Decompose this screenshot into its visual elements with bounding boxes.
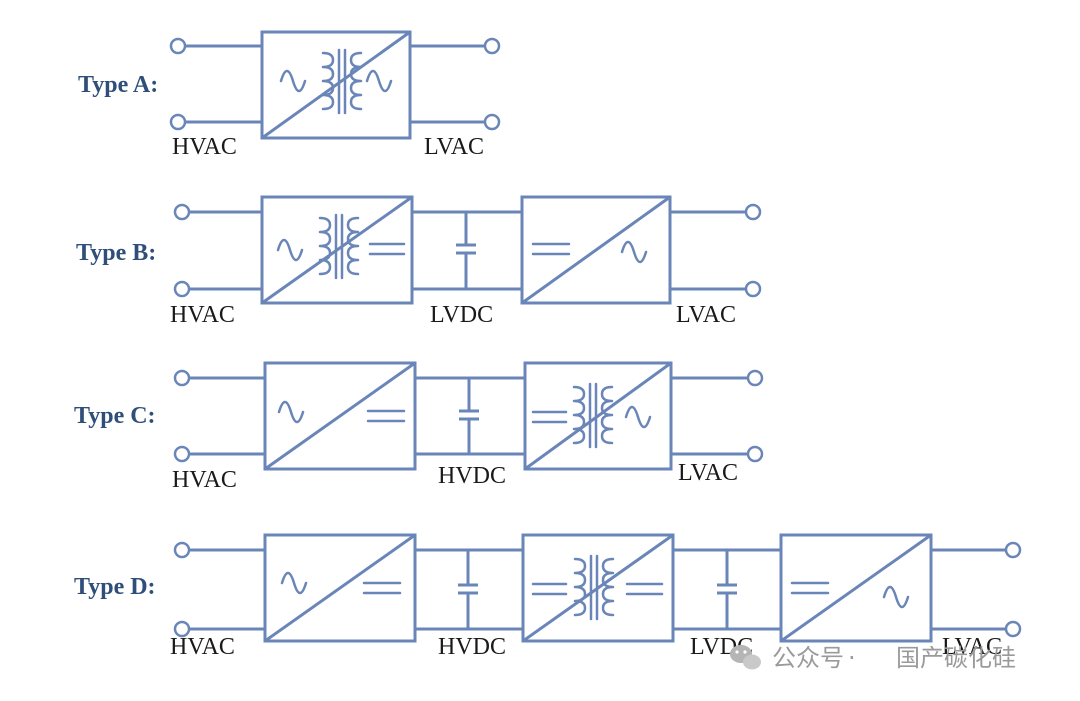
row-type-c: Type C:	[74, 361, 764, 493]
input-terminal-bottom	[173, 280, 191, 298]
dc-link-capacitor-icon	[458, 550, 478, 629]
dc-link-capacitor-icon	[459, 378, 479, 454]
output-terminal-top	[744, 203, 762, 221]
output-terminal-bottom	[483, 113, 501, 131]
transformer-icon	[572, 382, 614, 449]
node-label-hvac: HVAC	[172, 134, 237, 160]
transformer-icon	[573, 554, 615, 621]
node-label-lvac: LVAC	[676, 302, 736, 328]
row-type-a: Type A: HVAC LVAC	[78, 30, 501, 160]
row-label-type-b: Type B:	[76, 240, 156, 266]
dc-link-capacitor-icon	[717, 550, 737, 629]
watermark-account-type: 公众号	[772, 644, 844, 672]
transformer-icon	[318, 213, 360, 280]
node-label-lvdc: LVDC	[430, 302, 493, 328]
ac-sine-icon	[277, 400, 305, 424]
watermark: 公众号 · 国产碳化硅	[730, 644, 1016, 672]
ac-ac-transformer-block	[260, 30, 412, 140]
dc-icon	[531, 410, 568, 424]
input-terminal-bottom	[169, 113, 187, 131]
node-label-lvac: LVAC	[424, 134, 484, 160]
watermark-separator: ·	[848, 644, 856, 672]
node-label-hvac: HVAC	[170, 302, 235, 328]
output-terminal-top	[1004, 541, 1022, 559]
dc-link-capacitor-icon	[456, 212, 476, 289]
dc-icon	[366, 409, 406, 423]
dc-icon	[790, 581, 830, 595]
row-label-type-c: Type C:	[74, 403, 156, 429]
dc-icon	[362, 581, 402, 595]
ac-sine-icon	[624, 405, 652, 429]
ac-dc-rectifier-block	[263, 361, 417, 471]
row-label-type-d: Type D:	[74, 574, 156, 600]
ac-dc-isolated-block	[260, 195, 414, 305]
node-label-hvac: HVAC	[170, 634, 235, 660]
node-label-hvac: HVAC	[172, 467, 237, 493]
node-label-lvac: LVAC	[942, 634, 1002, 660]
row-type-d: Type D:	[74, 533, 1022, 660]
output-terminal-top	[483, 37, 501, 55]
output-terminal-bottom	[1004, 620, 1022, 638]
ac-sine-icon	[365, 69, 393, 93]
dc-dc-isolated-block	[521, 533, 675, 643]
ac-sine-icon	[276, 238, 304, 262]
row-label-type-a: Type A:	[78, 72, 158, 98]
row-type-b: Type B:	[76, 195, 762, 328]
input-terminal-bottom	[173, 445, 191, 463]
output-terminal-bottom	[744, 280, 762, 298]
ac-sine-icon	[620, 240, 648, 264]
transformer-icon	[321, 48, 363, 115]
dc-ac-inverter-block	[520, 195, 672, 305]
node-label-hvdc: HVDC	[438, 463, 506, 489]
input-terminal-top	[169, 37, 187, 55]
input-terminal-top	[173, 203, 191, 221]
dc-icon	[368, 242, 406, 256]
input-terminal-top	[173, 541, 191, 559]
node-label-lvac: LVAC	[678, 460, 738, 486]
wechat-icon	[730, 645, 761, 670]
dc-ac-inverter-block	[779, 533, 933, 643]
dc-ac-isolated-block	[523, 361, 673, 471]
ac-dc-rectifier-block	[263, 533, 417, 643]
ac-sine-icon	[882, 585, 910, 609]
output-terminal-bottom	[746, 445, 764, 463]
dc-icon	[531, 582, 568, 596]
node-label-hvdc: HVDC	[438, 634, 506, 660]
output-terminal-top	[746, 369, 764, 387]
input-terminal-top	[173, 369, 191, 387]
ac-sine-icon	[279, 69, 307, 93]
dc-icon	[625, 582, 664, 596]
ac-sine-icon	[280, 571, 308, 595]
dc-icon	[531, 242, 571, 256]
watermark-account-name: 国产碳化硅	[896, 644, 1016, 672]
